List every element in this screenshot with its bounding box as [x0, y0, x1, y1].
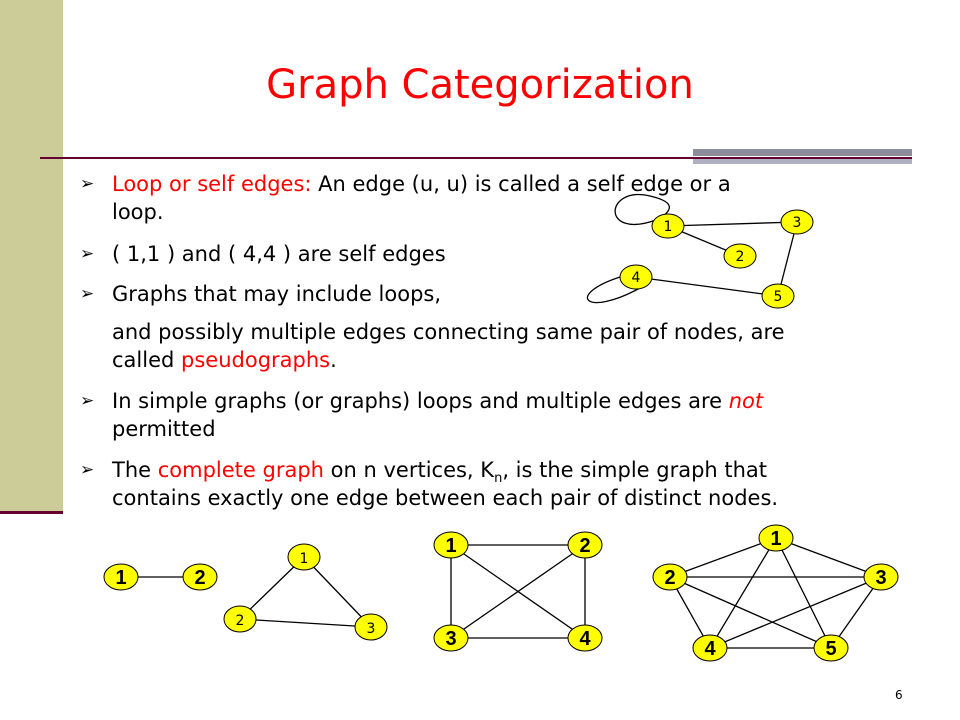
page-number: 6	[895, 688, 903, 702]
self-loop-4	[586, 276, 641, 304]
term-loop: Loop or self edges:	[112, 172, 312, 196]
k5-edge-2-5	[669, 576, 832, 649]
arrow-bullet-icon: ➢	[80, 284, 95, 304]
k5-node-1: 1	[758, 524, 794, 552]
k5-edge-1-3	[775, 537, 882, 578]
k3-node-2: 2	[223, 605, 257, 633]
bullet-text: Graphs that may include loops,	[112, 282, 442, 306]
bullet-text-mid: on n vertices, K	[323, 458, 495, 482]
k2-node-1: 1	[103, 563, 139, 591]
bullet-text: An edge (u, u) is called a self edge or …	[311, 172, 731, 196]
pg-node-3: 3	[780, 209, 814, 235]
arrow-bullet-icon: ➢	[80, 460, 95, 480]
term-complete-graph: complete graph	[157, 458, 324, 482]
svg-text:3: 3	[793, 215, 802, 231]
arrow-bullet-icon: ➢	[80, 244, 95, 264]
pseudograph-diagram: 1 2 3 4 5	[586, 193, 814, 309]
svg-text:2: 2	[579, 535, 590, 557]
sidebar-rule	[0, 511, 63, 514]
bullet-text-post: , is the simple graph that	[502, 458, 768, 482]
svg-text:3: 3	[445, 628, 456, 650]
svg-text:1: 1	[664, 219, 673, 235]
svg-text:2: 2	[194, 567, 205, 589]
k3-edge-1-3	[303, 556, 372, 628]
svg-text:1: 1	[115, 567, 126, 589]
k4-node-1: 1	[433, 531, 469, 559]
paragraph-line2-pre: called	[112, 348, 182, 372]
title-underline-accent	[693, 149, 912, 156]
k3-edge-1-2	[239, 556, 305, 620]
sidebar-bar	[0, 0, 63, 513]
bullet-text-line2: contains exactly one edge between each p…	[112, 486, 779, 510]
k4-node-4: 4	[567, 624, 603, 652]
k3-node-1: 1	[287, 543, 321, 571]
k5-edge-1-2	[669, 537, 777, 578]
k2-node-2: 2	[182, 563, 218, 591]
svg-text:2: 2	[664, 567, 675, 589]
k4-node-2: 2	[567, 531, 603, 559]
k4-diagram: 1 2 3 4	[433, 531, 603, 652]
slide-title: Graph Categorization	[266, 62, 694, 108]
title-underline-accent-lower	[693, 159, 912, 164]
arrow-bullet-icon: ➢	[80, 391, 95, 411]
paragraph-line2-post: .	[330, 348, 337, 372]
svg-text:4: 4	[704, 638, 716, 660]
k5-node-4: 4	[692, 634, 728, 662]
k5-node-2: 2	[652, 563, 688, 591]
term-pseudographs: pseudographs	[181, 348, 331, 372]
k2-diagram: 1 2	[103, 563, 218, 591]
subscript-n: n	[494, 471, 503, 487]
edge-4-5	[635, 276, 779, 297]
svg-text:2: 2	[236, 613, 245, 629]
pg-node-2: 2	[723, 243, 757, 269]
k3-node-3: 3	[354, 613, 388, 641]
bullet-text-line2: permitted	[112, 417, 216, 441]
k4-node-3: 3	[433, 624, 469, 652]
pg-node-5: 5	[761, 283, 795, 309]
k5-node-3: 3	[863, 563, 899, 591]
term-not: not	[728, 389, 764, 413]
svg-text:1: 1	[770, 528, 781, 550]
pg-node-4: 4	[619, 264, 653, 290]
k5-edge-1-5	[775, 537, 832, 649]
paragraph-line1: and possibly multiple edges connecting s…	[112, 320, 785, 344]
svg-text:2: 2	[736, 249, 745, 265]
svg-text:4: 4	[632, 270, 641, 286]
svg-text:5: 5	[774, 289, 783, 305]
k5-edge-1-4	[709, 537, 777, 649]
svg-text:1: 1	[445, 535, 456, 557]
pg-node-1: 1	[651, 213, 685, 239]
k3-diagram: 1 2 3	[223, 543, 388, 641]
title-underline	[40, 157, 912, 159]
bullet-text: In simple graphs (or graphs) loops and m…	[112, 389, 729, 413]
svg-text:3: 3	[875, 567, 886, 589]
svg-text:3: 3	[367, 621, 376, 637]
self-loop-1	[614, 193, 670, 226]
bullet-text-line2: loop.	[112, 200, 164, 224]
edge-3-5	[777, 221, 798, 297]
svg-text:1: 1	[300, 551, 309, 567]
bullet-text: ( 1,1 ) and ( 4,4 ) are self edges	[112, 242, 446, 266]
edge-1-3	[667, 221, 798, 227]
svg-text:4: 4	[579, 628, 591, 650]
svg-text:5: 5	[825, 638, 836, 660]
k5-edge-3-4	[709, 576, 882, 649]
k5-diagram: 1 2 3 4 5	[652, 524, 899, 662]
bullet-text-pre: The	[112, 458, 158, 482]
k4-edge-2-3	[450, 544, 586, 639]
arrow-bullet-icon: ➢	[80, 174, 95, 194]
k3-edge-2-3	[239, 618, 372, 628]
k5-node-5: 5	[813, 634, 849, 662]
